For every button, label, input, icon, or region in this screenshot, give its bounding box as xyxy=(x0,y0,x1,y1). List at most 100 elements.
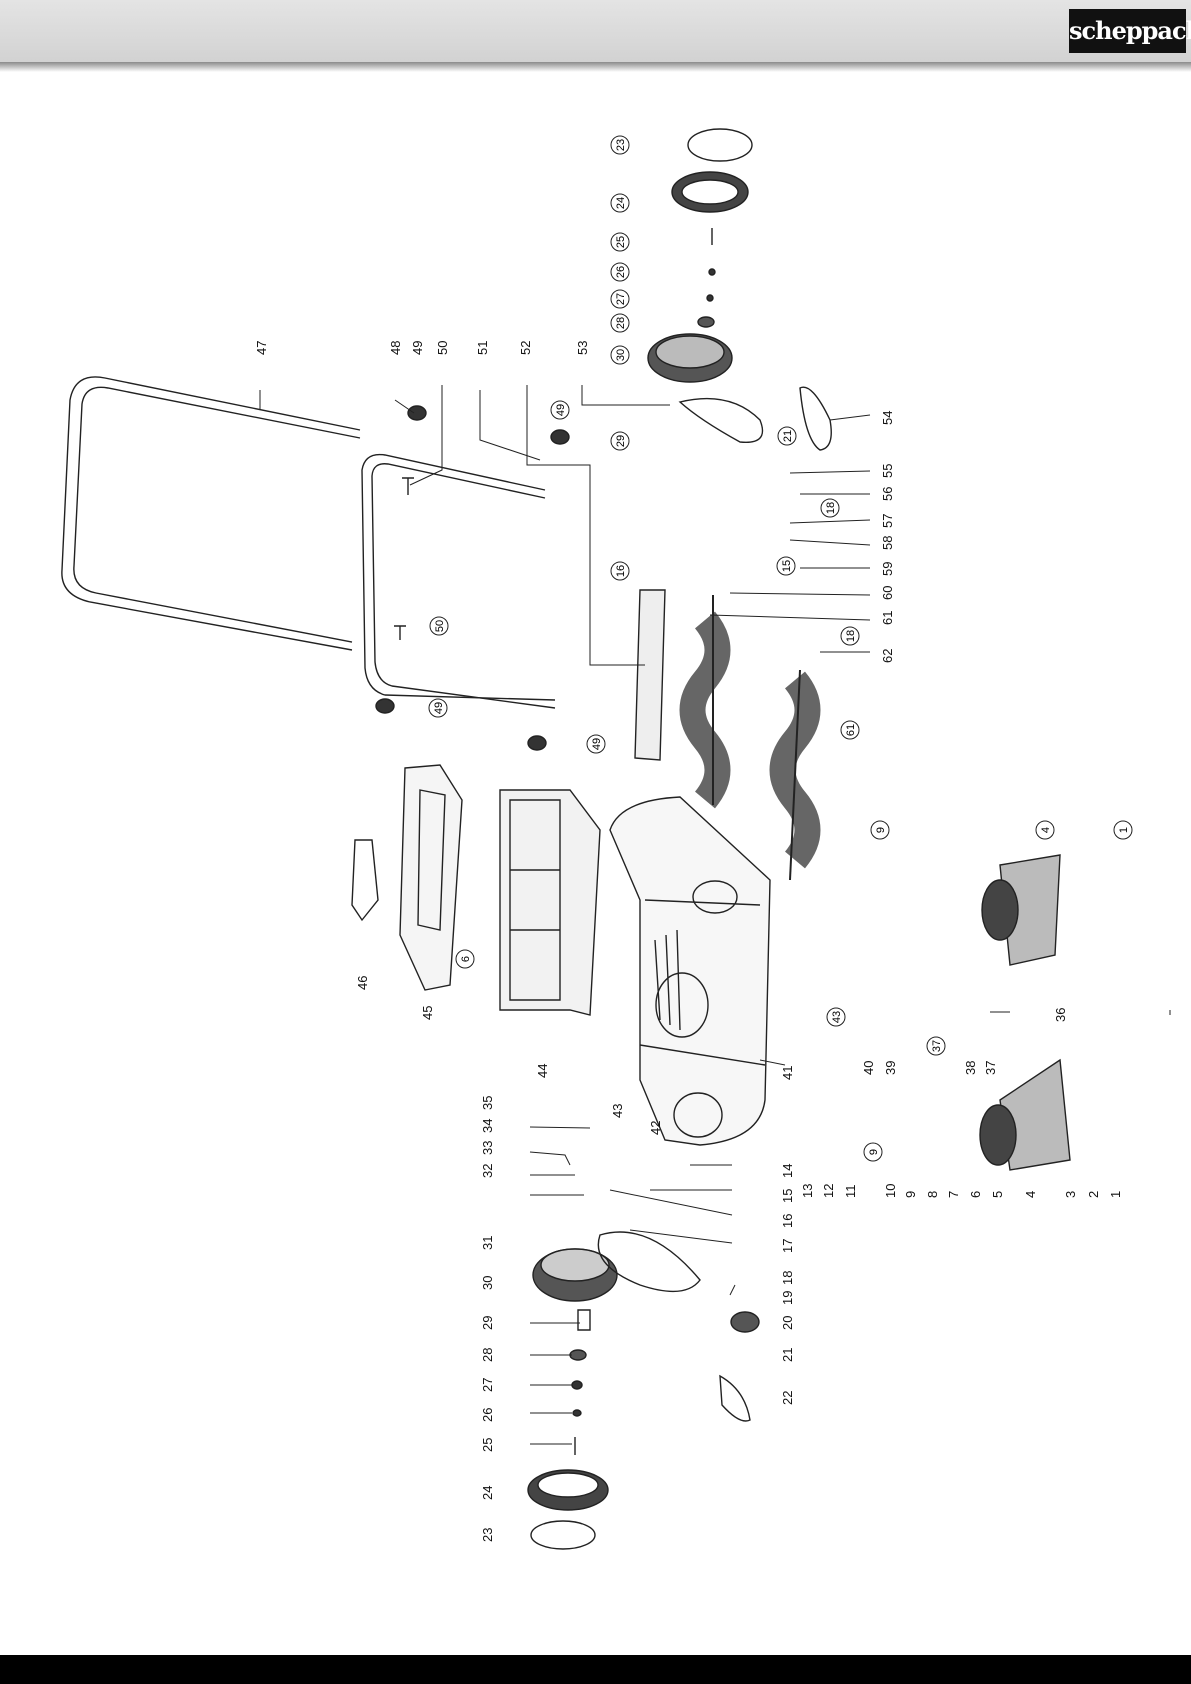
main-housing-41 xyxy=(610,797,770,1145)
label-43: 43 xyxy=(610,1104,625,1118)
roller-brush-61b xyxy=(783,670,808,880)
svg-text:9: 9 xyxy=(875,827,887,833)
callout-1-upper: 1 xyxy=(1114,821,1132,839)
callout-9-lower: 9 xyxy=(864,1143,882,1161)
belt-53 xyxy=(680,399,763,443)
svg-text:6: 6 xyxy=(460,956,472,962)
label-55: 55 xyxy=(880,464,895,478)
label-58: 58 xyxy=(880,536,895,550)
label-54: 54 xyxy=(880,411,895,425)
label-45: 45 xyxy=(420,1006,435,1020)
svg-text:28: 28 xyxy=(615,317,627,329)
label-50: 50 xyxy=(435,341,450,355)
wheel-24-bottom xyxy=(528,1470,608,1510)
beam-52 xyxy=(635,590,665,760)
svg-text:43: 43 xyxy=(831,1011,843,1023)
callout-43: 43 xyxy=(827,1008,845,1026)
label-5: 5 xyxy=(990,1191,1005,1198)
label-32: 32 xyxy=(480,1164,495,1178)
handle-upper-47 xyxy=(62,377,360,650)
svg-text:37: 37 xyxy=(931,1040,943,1052)
bolt-50b xyxy=(394,626,406,640)
callout-4-upper: 4 xyxy=(1036,821,1054,839)
svg-text:21: 21 xyxy=(782,430,794,442)
callout-27-top: 27 xyxy=(611,290,629,308)
page-footer-bar xyxy=(0,1655,1191,1684)
svg-text:4: 4 xyxy=(1040,827,1052,833)
callout-21-top: 21 xyxy=(778,427,796,445)
label-13: 13 xyxy=(800,1184,815,1198)
callout-18-upper: 18 xyxy=(841,627,859,645)
callout-6-left: 6 xyxy=(456,950,474,968)
label-3: 3 xyxy=(1063,1191,1078,1198)
header-shadow xyxy=(0,62,1191,72)
label-7: 7 xyxy=(946,1191,961,1198)
label-35: 35 xyxy=(480,1096,495,1110)
svg-text:16: 16 xyxy=(615,565,627,577)
label-22: 22 xyxy=(780,1391,795,1405)
label-56: 56 xyxy=(880,487,895,501)
brand-logo: scheppach xyxy=(1069,9,1186,53)
collection-bin-44 xyxy=(500,790,600,1015)
label-11: 11 xyxy=(843,1185,858,1199)
callout-15-mid: 15 xyxy=(777,557,795,575)
label-18: 18 xyxy=(780,1271,795,1285)
label-49: 49 xyxy=(410,341,425,355)
label-51: 51 xyxy=(475,341,490,355)
label-25: 25 xyxy=(480,1438,495,1452)
callout-26-top: 26 xyxy=(611,263,629,281)
label-59: 59 xyxy=(880,562,895,576)
hubcap-23-top xyxy=(688,129,752,161)
svg-text:26: 26 xyxy=(615,266,627,278)
label-34: 34 xyxy=(480,1119,495,1133)
callout-49-a: 49 xyxy=(551,401,569,419)
label-48: 48 xyxy=(388,341,403,355)
callout-23-top: 23 xyxy=(611,136,629,154)
label-53: 53 xyxy=(575,341,590,355)
svg-text:24: 24 xyxy=(615,197,627,209)
svg-text:15: 15 xyxy=(781,560,793,572)
belt-22 xyxy=(720,1376,750,1421)
label-19: 19 xyxy=(780,1291,795,1305)
label-40: 40 xyxy=(861,1061,876,1075)
label-44: 44 xyxy=(535,1064,550,1078)
callout-28-top: 28 xyxy=(611,314,629,332)
label-61: 61 xyxy=(880,611,895,625)
label-23: 23 xyxy=(480,1528,495,1542)
wheel-30-bottom xyxy=(533,1249,617,1301)
svg-text:49: 49 xyxy=(555,404,567,416)
callout-29-mid: 29 xyxy=(611,432,629,450)
callout-9-upper: 9 xyxy=(871,821,889,839)
pulley-20 xyxy=(731,1312,759,1332)
label-4: 4 xyxy=(1023,1191,1038,1198)
label-17: 17 xyxy=(780,1239,795,1253)
label-20: 20 xyxy=(780,1316,795,1330)
wheel-30-top xyxy=(648,334,732,382)
svg-text:18: 18 xyxy=(845,630,857,642)
svg-text:49: 49 xyxy=(591,738,603,750)
callout-49-b: 49 xyxy=(429,699,447,717)
label-60: 60 xyxy=(880,586,895,600)
callout-50: 50 xyxy=(430,617,448,635)
label-46: 46 xyxy=(355,976,370,990)
label-24: 24 xyxy=(480,1486,495,1500)
label-39: 39 xyxy=(883,1061,898,1075)
knob-49c xyxy=(376,699,394,713)
page-header-bar xyxy=(0,0,1191,62)
svg-text:61: 61 xyxy=(845,724,857,736)
label-21: 21 xyxy=(780,1348,795,1362)
hubcap-23-bottom xyxy=(531,1521,595,1549)
wheel-24-top xyxy=(672,172,748,212)
svg-text:49: 49 xyxy=(433,702,445,714)
label-31: 31 xyxy=(480,1236,495,1250)
side-brush-4-lower xyxy=(980,1060,1070,1170)
label-28: 28 xyxy=(480,1348,495,1362)
svg-text:25: 25 xyxy=(615,236,627,248)
svg-text:29: 29 xyxy=(615,435,627,447)
svg-text:27: 27 xyxy=(615,293,627,305)
label-15: 15 xyxy=(780,1189,795,1203)
callout-30-top: 30 xyxy=(611,346,629,364)
label-62: 62 xyxy=(880,649,895,663)
callout-61: 61 xyxy=(841,721,859,739)
roller-brush-61a xyxy=(693,595,718,805)
